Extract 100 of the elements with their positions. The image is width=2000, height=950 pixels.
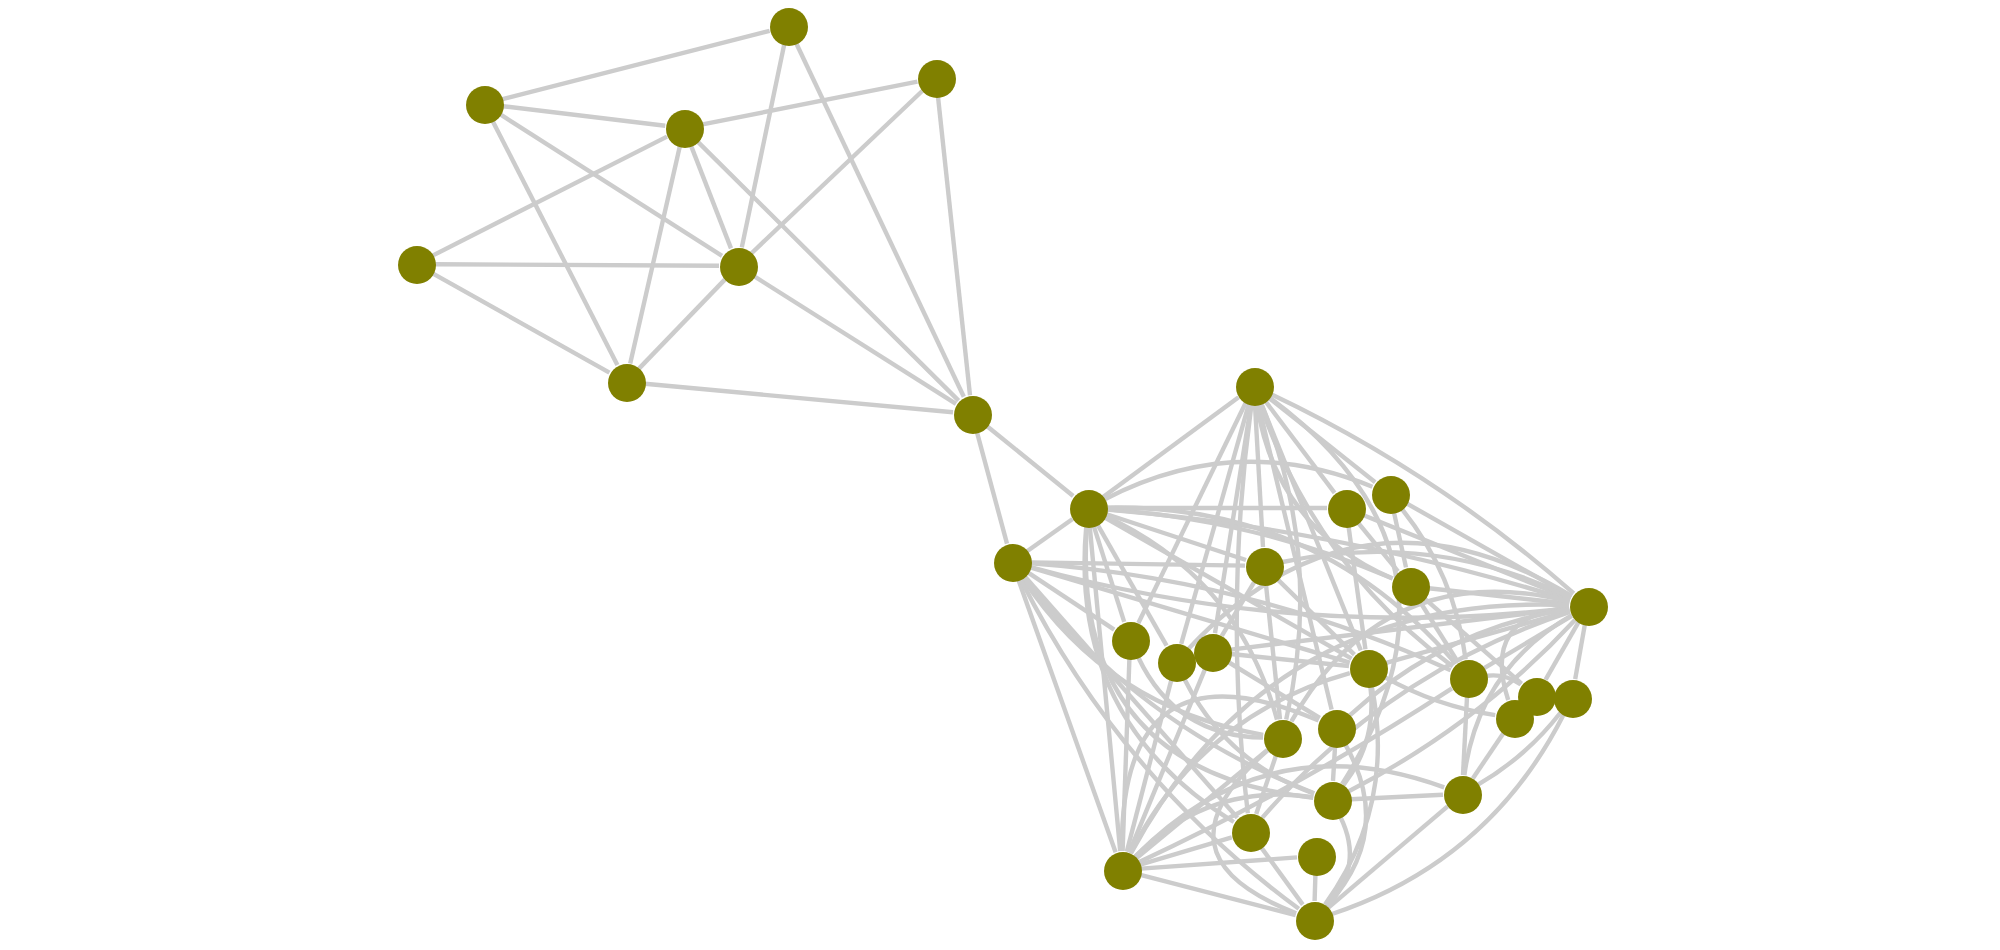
graph-node-circle xyxy=(1495,699,1533,737)
graph-edge xyxy=(1136,402,1248,624)
graph-edge xyxy=(1135,748,1269,860)
graph-edge xyxy=(1483,613,1573,671)
graph-edge xyxy=(1270,392,1576,596)
graph-edge xyxy=(1341,686,1374,787)
graph-edge xyxy=(1082,526,1236,824)
graph-node-circle xyxy=(1297,837,1335,875)
graph-edge xyxy=(935,96,973,396)
graph-node-circle xyxy=(1443,775,1481,813)
graph-edge xyxy=(1103,459,1374,502)
graph-node-circle xyxy=(607,363,645,401)
graph-node-circle xyxy=(397,245,435,283)
graph-edge xyxy=(1182,677,1315,796)
graph-edge xyxy=(1362,513,1572,601)
graph-edge xyxy=(1026,570,1116,632)
graph-edge xyxy=(1263,584,1283,720)
graph-edge xyxy=(1383,675,1496,718)
graph-node-circle xyxy=(1327,489,1365,527)
graph-edge xyxy=(1326,804,1450,910)
graph-node-circle xyxy=(917,59,955,97)
graph-edge xyxy=(750,89,924,255)
graph-edge xyxy=(1091,525,1127,623)
graph-edge xyxy=(1259,402,1303,720)
graph-edge xyxy=(1133,764,1445,858)
graph-edge xyxy=(739,44,787,248)
graph-edge xyxy=(502,104,666,128)
graph-edge xyxy=(498,112,724,258)
graph-edge xyxy=(432,134,668,258)
graph-edge xyxy=(1127,668,1207,854)
graph-node-circle xyxy=(1317,709,1355,747)
graph-edge xyxy=(1129,602,1569,855)
graph-edge xyxy=(1254,755,1278,815)
graph-edge xyxy=(1418,600,1460,664)
graph-node-circle xyxy=(769,7,807,45)
graph-edge xyxy=(1106,505,1458,666)
graph-edge xyxy=(1486,673,1523,687)
graph-edge xyxy=(644,381,954,415)
graph-edge xyxy=(1385,609,1571,665)
graph-edge xyxy=(1391,512,1409,568)
graph-edge xyxy=(1254,404,1394,581)
graph-node-circle xyxy=(1157,643,1195,681)
graph-node-circle xyxy=(465,85,503,123)
graph-edge xyxy=(628,146,682,364)
graph-edge xyxy=(1252,404,1266,548)
graph-edge xyxy=(1187,540,1573,650)
graph-edge xyxy=(1087,526,1123,852)
graph-edge xyxy=(1138,686,1454,864)
graph-edge xyxy=(431,271,611,375)
graph-edge xyxy=(1227,660,1321,720)
graph-edge xyxy=(1230,651,1350,669)
graph-edge xyxy=(1030,560,1246,568)
graph-edge xyxy=(501,28,771,102)
graph-edge xyxy=(1428,586,1570,606)
graph-edge xyxy=(1211,748,1298,916)
graph-edge xyxy=(1104,514,1280,721)
graph-edge xyxy=(794,42,966,398)
graph-node-circle xyxy=(1371,475,1409,513)
graph-node-circle xyxy=(665,109,703,147)
graph-edge xyxy=(1573,624,1587,680)
graph-edge xyxy=(1234,404,1254,814)
graph-edge xyxy=(1095,523,1169,647)
graph-edge xyxy=(1470,732,1506,780)
graph-node-circle xyxy=(1313,781,1351,819)
graph-edge xyxy=(1543,621,1581,681)
graph-node-circle xyxy=(953,395,991,433)
graph-edge xyxy=(695,139,961,403)
graph-edge xyxy=(1330,746,1338,782)
graph-edge xyxy=(752,274,958,406)
graph-edge xyxy=(1029,565,1351,665)
graph-edge xyxy=(1179,403,1251,645)
graph-node-circle xyxy=(1245,547,1283,585)
graph-edge xyxy=(688,144,734,250)
graph-node-circle xyxy=(1103,851,1141,889)
graph-node-circle xyxy=(1231,813,1269,851)
graph-edge xyxy=(1016,579,1118,853)
graph-edge xyxy=(1026,517,1074,553)
graph-edge xyxy=(1259,402,1363,652)
graph-edge xyxy=(1219,581,1257,637)
graph-edge xyxy=(1267,395,1402,786)
graph-node-circle xyxy=(1391,567,1429,605)
graph-node-circle xyxy=(1193,633,1231,671)
graph-edge xyxy=(1259,846,1305,906)
graph-edge xyxy=(1030,561,1452,673)
graph-edge xyxy=(1263,399,1337,495)
graph-edge xyxy=(974,431,1010,545)
graph-node-circle xyxy=(1449,659,1487,697)
graph-edge xyxy=(1331,713,1566,917)
graph-edge xyxy=(1323,686,1381,906)
graph-node-circle xyxy=(1111,621,1149,659)
graph-edge xyxy=(1133,792,1314,859)
graph-edge xyxy=(1140,855,1298,871)
graph-edge xyxy=(1346,526,1368,650)
graph-edge xyxy=(1103,515,1353,661)
graph-node-circle xyxy=(1069,489,1107,527)
graph-edge xyxy=(1102,395,1240,499)
graph-edge xyxy=(1120,658,1132,852)
graph-edge xyxy=(1022,574,1240,820)
graph-edge xyxy=(1267,396,1377,484)
graph-edge xyxy=(1400,507,1468,660)
